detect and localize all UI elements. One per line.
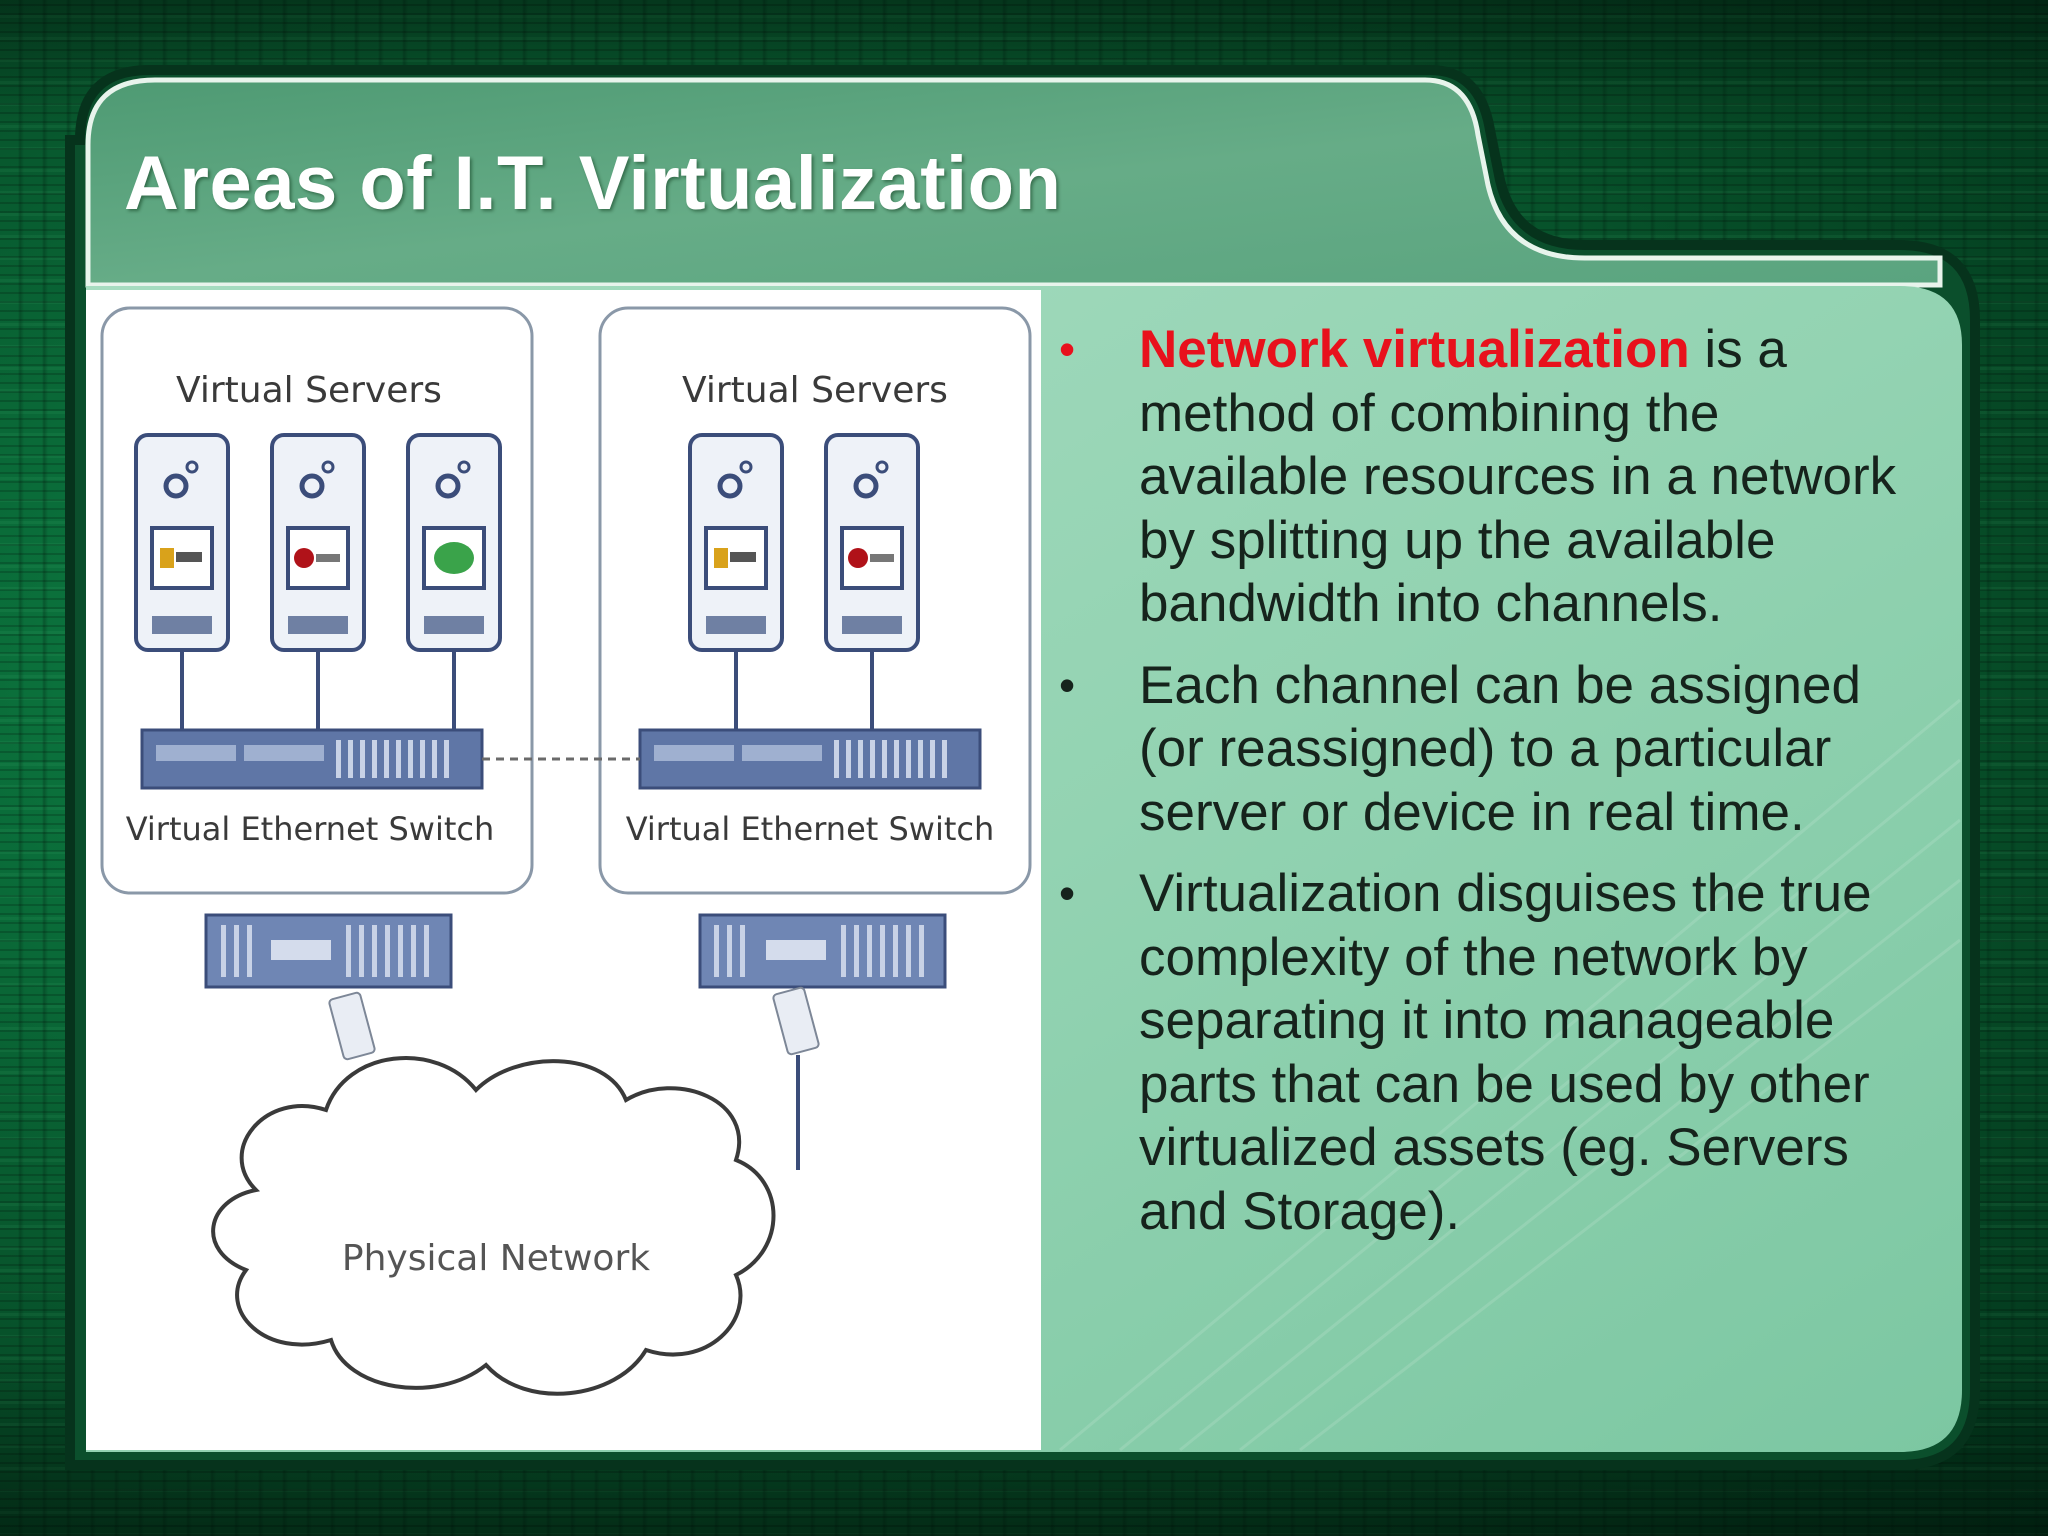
vm-left-2 [270, 433, 366, 730]
network-card-icon [328, 991, 376, 1061]
vm-right-1 [688, 433, 784, 730]
gear-icon [717, 473, 743, 499]
windows-logo-icon [714, 548, 728, 568]
vm-left-1 [134, 433, 230, 730]
virtual-switch-left: Virtual Ethernet Switch [126, 728, 495, 848]
bullet-dot: • [1059, 323, 1076, 375]
bullet-text: is a method of combining the available r… [1139, 320, 1897, 633]
network-card-icon [772, 986, 820, 1056]
host-box-right: Virtual Servers [598, 306, 1032, 895]
gear-icon [299, 473, 325, 499]
redhat-logo-icon [294, 548, 314, 568]
host-left-label: Virtual Servers [176, 370, 442, 411]
switch-left-label: Virtual Ethernet Switch [126, 810, 495, 848]
network-diagram: Virtual Servers Virtual Servers [86, 290, 1041, 1450]
redhat-logo-icon [848, 548, 868, 568]
physical-network-cloud: Physical Network [211, 1056, 776, 1396]
bullet-item: • Network virtualization is a method of … [1055, 318, 1935, 636]
bullet-item: • Virtualization disguises the true comp… [1055, 862, 1935, 1243]
bullet-dot: • [1059, 867, 1076, 919]
host-right-label: Virtual Servers [682, 370, 948, 411]
gear-icon [853, 473, 879, 499]
bullet-dot: • [1059, 658, 1076, 711]
bullet-text: Virtualization disguises the true comple… [1139, 864, 1872, 1241]
slide-title: Areas of I.T. Virtualization [124, 141, 1062, 226]
virtual-switch-right: Virtual Ethernet Switch [626, 728, 995, 848]
suse-logo-icon [434, 542, 474, 574]
network-label: Physical Network [342, 1238, 650, 1279]
bullet-highlight: Network virtualization [1139, 320, 1690, 379]
bullet-item: • Each channel can be assigned (or reass… [1055, 654, 1935, 845]
physical-nic-right [698, 913, 947, 1170]
bullet-text: Each channel can be assigned (or reassig… [1139, 655, 1861, 842]
vm-left-3 [406, 433, 502, 730]
bullet-list: • Network virtualization is a method of … [1055, 318, 1935, 1261]
vm-right-2 [824, 433, 920, 730]
title-tab [85, 77, 1943, 288]
switch-right-label: Virtual Ethernet Switch [626, 810, 995, 848]
windows-logo-icon [160, 548, 174, 568]
gear-icon [163, 473, 189, 499]
gear-icon [435, 473, 461, 499]
